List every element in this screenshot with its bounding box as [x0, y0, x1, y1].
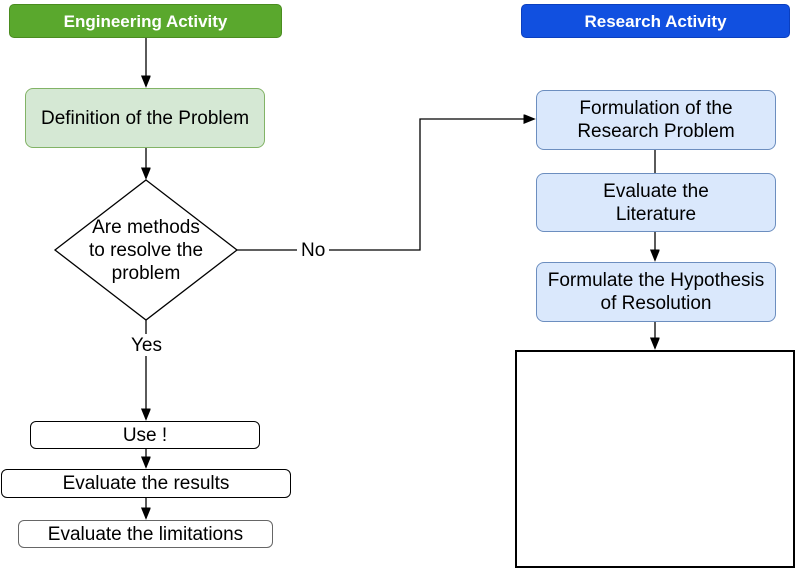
node-empty-result-box	[515, 350, 795, 568]
node-definition-of-problem: Definition of the Problem	[25, 88, 265, 148]
header-engineering-activity: Engineering Activity	[9, 4, 282, 38]
arrow-decision-no-to-formulation	[237, 119, 534, 251]
edge-label-no: No	[297, 239, 330, 261]
edge-label-yes: Yes	[127, 334, 166, 356]
node-formulation-research-problem: Formulation of the Research Problem	[536, 90, 776, 150]
node-evaluate-limitations: Evaluate the limitations	[18, 520, 273, 548]
node-formulate-hypothesis: Formulate the Hypothesis of Resolution	[536, 262, 776, 322]
header-research-activity: Research Activity	[521, 4, 790, 38]
decision-are-methods-text: Are methods to resolve the problem	[88, 216, 204, 284]
node-use: Use !	[30, 421, 260, 449]
node-evaluate-results: Evaluate the results	[1, 469, 291, 498]
node-evaluate-literature: Evaluate the Literature	[536, 173, 776, 232]
